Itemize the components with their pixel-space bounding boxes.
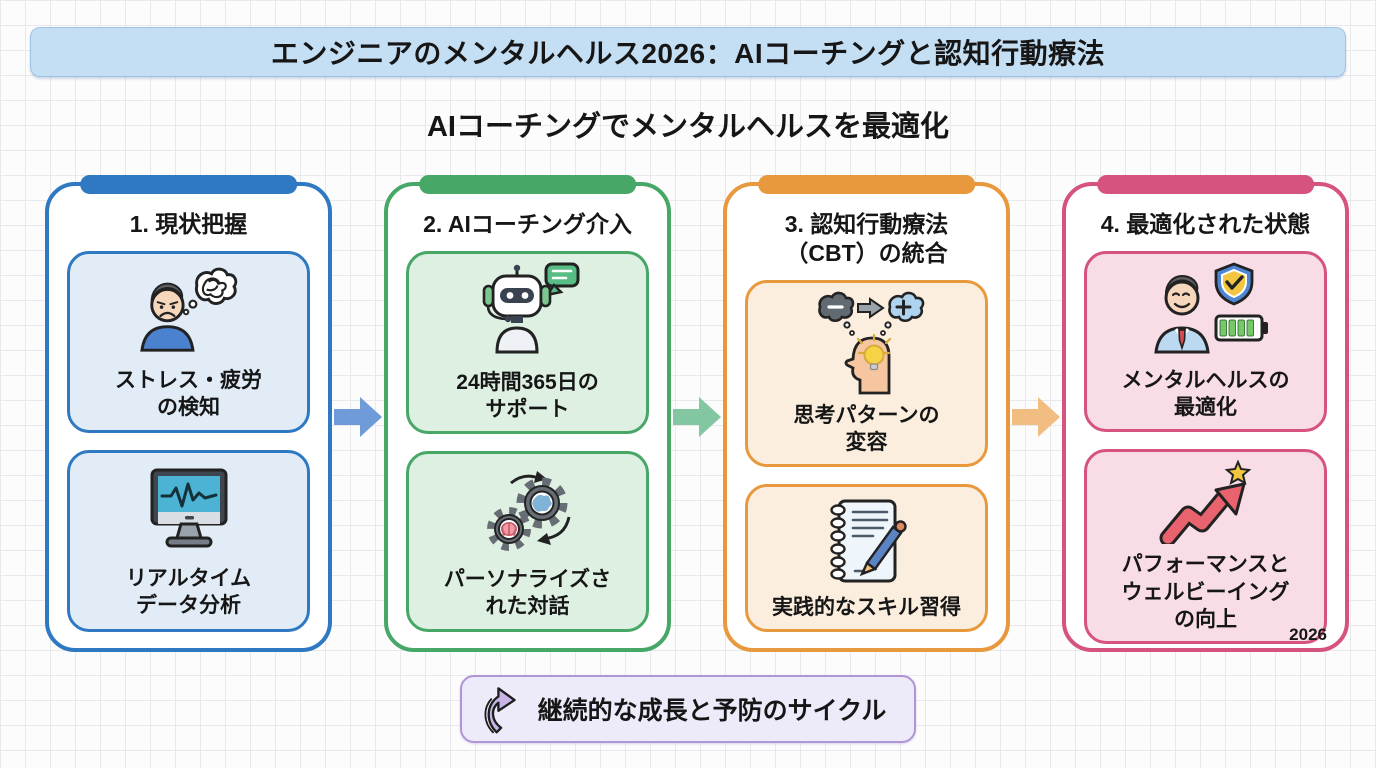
step-4-title: 4. 最適化された状態 (1100, 211, 1311, 237)
card-label: 実践的なスキル習得 (772, 596, 961, 620)
step-2-tab (418, 175, 637, 194)
card-label: 24時間365日の サポート (456, 370, 599, 422)
step-4-column: 4. 最適化された状態 (1062, 175, 1349, 652)
flow-gap (671, 182, 723, 652)
cycle-banner: 継続的な成長と予防のサイクル (459, 675, 917, 743)
card-mental-health-optimized: メンタルヘルスの 最適化 (1084, 250, 1327, 433)
card-realtime-data: リアルタイム データ分析 (67, 449, 310, 632)
flow-gap (332, 182, 384, 652)
curved-up-arrow-icon (482, 683, 522, 735)
page-subtitle: AIコーチングでメンタルヘルスを最適化 (426, 111, 949, 143)
flow-gap (1010, 182, 1062, 652)
healthy-person-shield-battery-icon (1140, 262, 1272, 360)
step-2-column: 2. AIコーチング介入 (384, 175, 671, 652)
gears-brain-icon (475, 463, 581, 559)
card-label: 思考パターンの 変容 (793, 403, 940, 454)
step-2-title: 2. AIコーチング介入 (423, 211, 632, 237)
card-skill-acquisition: 実践的なスキル習得 (745, 484, 988, 633)
robot-chat-icon (470, 262, 586, 362)
mindset-shift-icon (806, 291, 928, 395)
card-label: メンタルヘルスの 最適化 (1121, 368, 1290, 420)
step-3-column: 3. 認知行動療法 （CBT）の統合 (723, 175, 1010, 652)
flow-diagram: 1. 現状把握 (45, 175, 1349, 652)
card-247-support: 24時間365日の サポート (406, 250, 649, 435)
title-banner: エンジニアのメンタルヘルス2026：AIコーチングと認知行動療法 (30, 27, 1346, 77)
step-3-tab (757, 175, 976, 194)
flow-arrow-right-icon (673, 397, 721, 437)
step-1-tab (79, 175, 298, 194)
flow-arrow-right-icon (1012, 397, 1060, 437)
cycle-label: 継続的な成長と予防のサイクル (537, 697, 887, 725)
notebook-pencil-icon (815, 495, 919, 587)
year-label: 2026 (1289, 625, 1327, 644)
card-label: リアルタイム データ分析 (125, 567, 252, 618)
card-thought-pattern: 思考パターンの 変容 (745, 279, 988, 468)
card-stress-detection: ストレス・疲労 の検知 (67, 250, 310, 433)
cycle-row: 継続的な成長と予防のサイクル (0, 675, 1376, 743)
card-performance-wellbeing: パフォーマンスと ウェルビーイング の向上 (1084, 449, 1327, 645)
card-label: パフォーマンスと ウェルビーイング の向上 (1121, 553, 1290, 631)
card-label: パーソナライズさ れた対話 (443, 567, 612, 619)
step-4-tab (1096, 175, 1315, 194)
step-1-title: 1. 現状把握 (129, 211, 248, 237)
stressed-person-thought-icon (130, 262, 248, 360)
step-3-title: 3. 認知行動療法 （CBT）の統合 (784, 211, 949, 266)
growth-arrow-star-icon (1156, 460, 1256, 545)
card-label: ストレス・疲労 の検知 (115, 369, 262, 420)
flow-arrow-right-icon (334, 397, 382, 437)
monitor-waveform-icon (137, 462, 241, 558)
step-1-column: 1. 現状把握 (45, 175, 332, 652)
card-personalized-dialogue: パーソナライズさ れた対話 (406, 451, 649, 632)
page-title: エンジニアのメンタルヘルス2026：AIコーチングと認知行動療法 (270, 38, 1106, 69)
